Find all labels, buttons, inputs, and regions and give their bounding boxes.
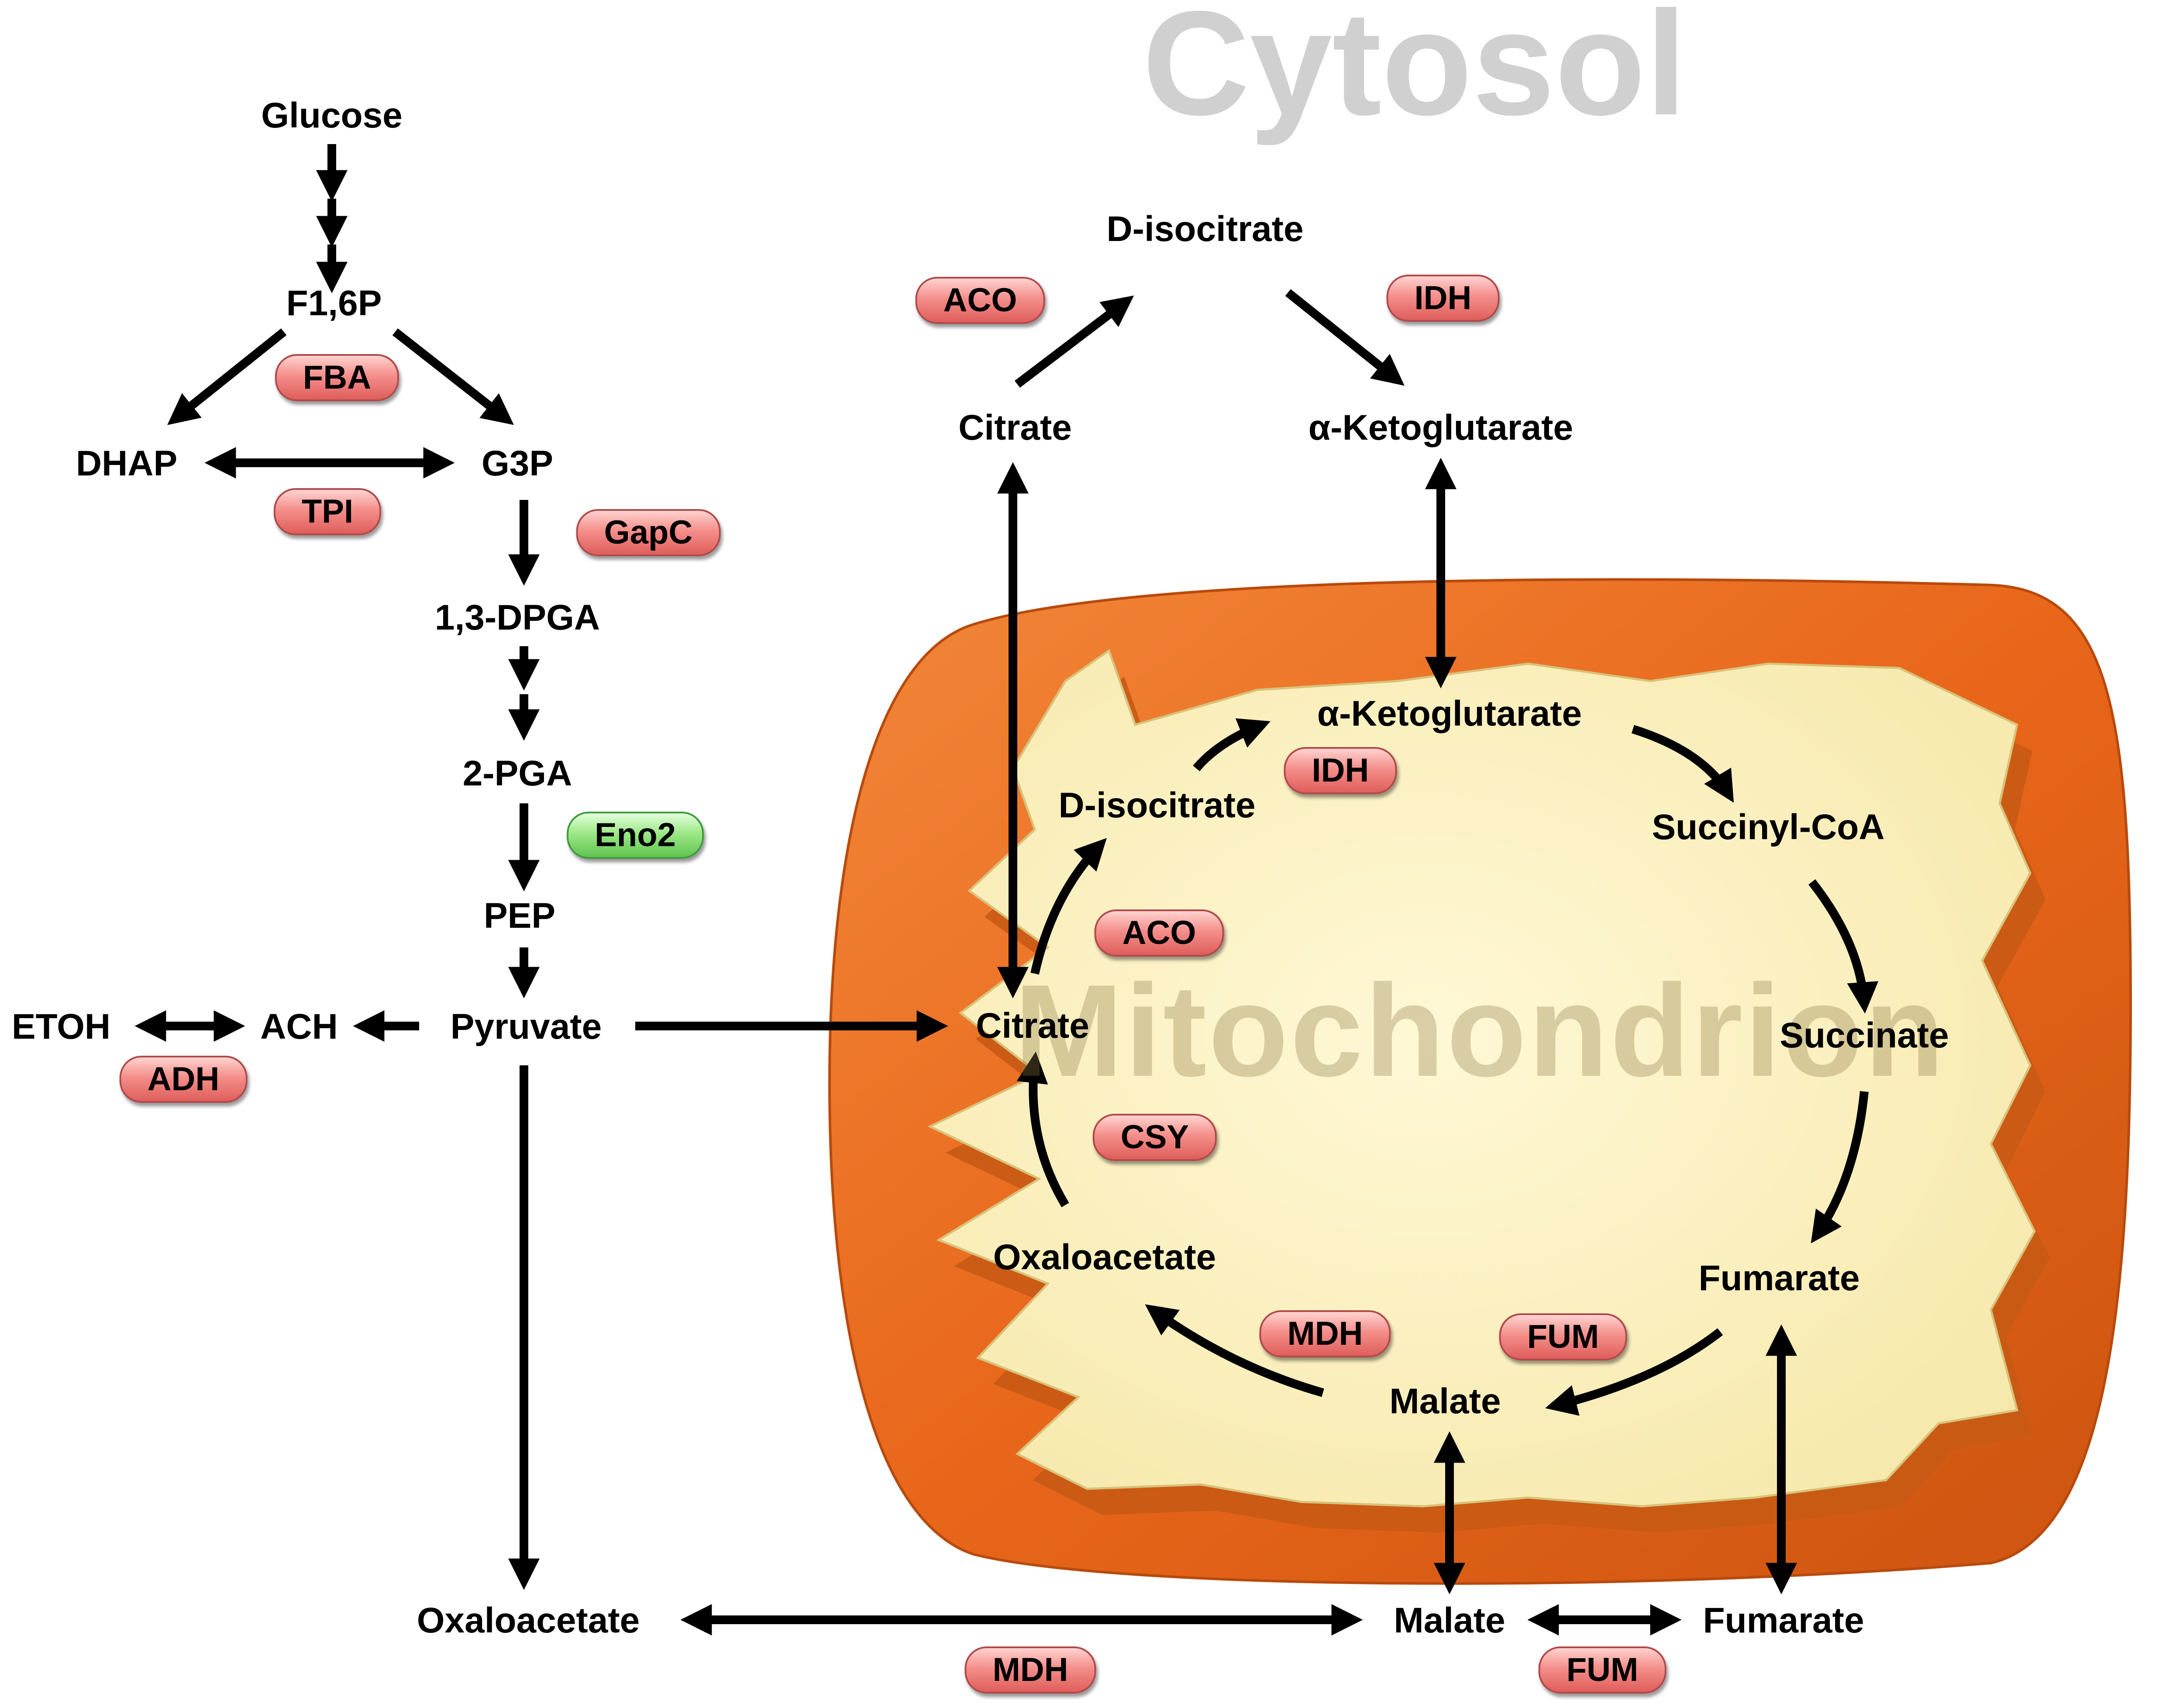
arrow-tca-oxaloacetate-citrate: [1016, 1051, 1069, 1208]
metabolite-2-pga: 2-PGA: [462, 754, 572, 793]
enzyme-mito-idh: IDH: [1284, 747, 1397, 794]
enzyme-adh: ADH: [119, 1056, 248, 1103]
metabolite-cytosolic-citrate: Citrate: [958, 408, 1072, 448]
arrow-cyt-citrate-isocitrate: [1014, 295, 1134, 388]
cytosol-watermark: Cytosol: [1142, 0, 1687, 146]
arrow-tca-succinate-fumarate: [1811, 1091, 1869, 1243]
enzyme-gapc: GapC: [576, 509, 721, 556]
metabolite-mito-isocitrate: D-isocitrate: [1058, 785, 1256, 825]
arrow-tca-malate-oxaloacetate: [1145, 1304, 1324, 1397]
enzyme-cytosolic-idh: IDH: [1386, 275, 1500, 322]
mitochondrion-watermark: Mitochondrion: [1014, 957, 1946, 1104]
enzyme-cytosolic-fum: FUM: [1538, 1646, 1667, 1694]
metabolite-mito-oxaloacetate: Oxaloacetate: [993, 1237, 1216, 1277]
enzyme-fba: FBA: [275, 354, 399, 401]
mitochondrial-matrix: [927, 649, 2036, 1508]
metabolite-mito-succinate: Succinate: [1780, 1016, 1949, 1055]
arrow-tca-akg-succcoa: [1632, 725, 1734, 803]
metabolite-g3p: G3P: [481, 444, 554, 483]
metabolite-mito-fumarate: Fumarate: [1698, 1258, 1860, 1298]
arrows: [134, 144, 1879, 1636]
metabolite-mito-malate: Malate: [1389, 1381, 1501, 1421]
metabolite-pep: PEP: [483, 896, 556, 936]
metabolite-cytosolic-isocitrate: D-isocitrate: [1106, 209, 1304, 249]
arrow-f16p-g3p: [392, 328, 514, 425]
enzyme-tpi: TPI: [273, 488, 382, 535]
metabolite-cytosolic-fumarate: Fumarate: [1703, 1601, 1864, 1640]
metabolite-mito-ketoglutarate: α-Ketoglutarate: [1317, 694, 1582, 733]
arrow-tca-succcoa-succinate: [1808, 879, 1879, 1014]
metabolite-cytosolic-ketoglutarate: α-Ketoglutarate: [1308, 408, 1574, 448]
metabolite-glucose: Glucose: [261, 96, 403, 135]
enzyme-mito-fum: FUM: [1499, 1313, 1627, 1360]
metabolite-mito-succinylcoa: Succinyl-CoA: [1652, 807, 1885, 847]
metabolite-1-3-dpga: 1,3-DPGA: [434, 598, 600, 637]
enzyme-eno2: Eno2: [567, 812, 704, 859]
metabolite-pyruvate: Pyruvate: [450, 1007, 602, 1047]
arrow-cyt-isocitrate-akg: [1285, 289, 1405, 386]
metabolite-dhap: DHAP: [76, 444, 178, 483]
enzyme-mito-csy: CSY: [1092, 1114, 1217, 1161]
arrow-tca-isocitrate-akg: [1193, 718, 1271, 771]
metabolite-ach: ACH: [260, 1007, 338, 1047]
metabolite-etoh: ETOH: [11, 1007, 111, 1047]
enzyme-cytosolic-aco: ACO: [915, 277, 1045, 324]
metabolite-cytosolic-oxaloacetate: Oxaloacetate: [417, 1601, 640, 1640]
enzyme-mito-aco: ACO: [1094, 909, 1224, 957]
arrow-tca-fumarate-malate: [1545, 1328, 1723, 1416]
metabolite-f16p: F1,6P: [286, 283, 382, 323]
arrow-f16p-dhap: [167, 328, 287, 425]
enzyme-cytosolic-mdh: MDH: [964, 1646, 1096, 1694]
arrow-tca-citrate-isocitrate: [1030, 838, 1107, 975]
enzyme-mito-mdh: MDH: [1259, 1310, 1391, 1357]
metabolite-cytosolic-malate: Malate: [1394, 1601, 1505, 1640]
metabolite-mito-citrate: Citrate: [976, 1006, 1089, 1046]
